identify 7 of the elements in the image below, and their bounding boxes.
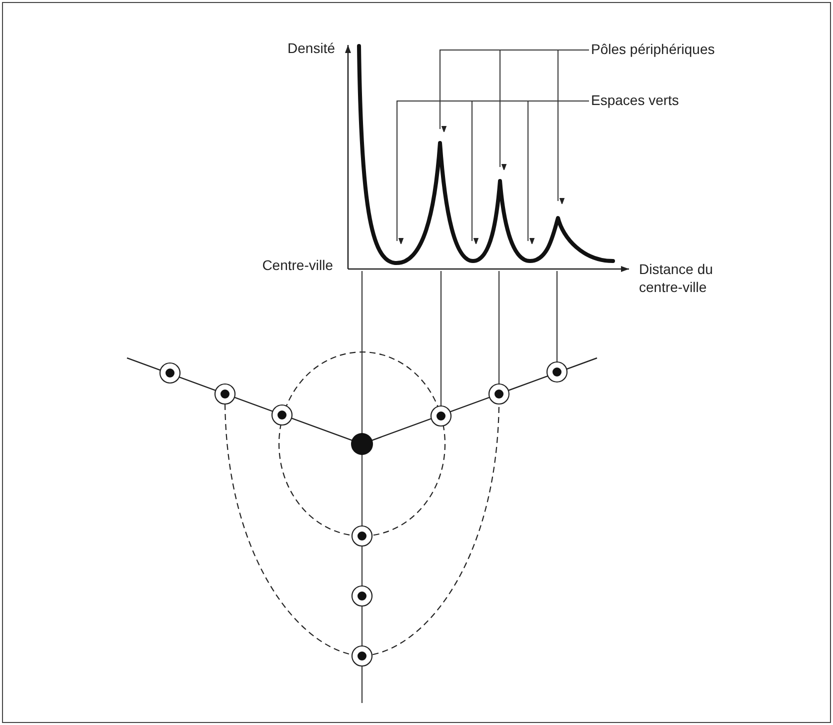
axis-label: Centre-ville bbox=[261, 256, 333, 274]
leader-line bbox=[528, 100, 590, 245]
axis-label: Distance du centre-ville bbox=[639, 260, 714, 296]
callout-label: Pôles périphériques bbox=[591, 41, 715, 57]
callout-label: Espaces verts bbox=[591, 92, 679, 108]
axis-label: Densité bbox=[286, 39, 335, 57]
leader-line bbox=[558, 50, 590, 205]
